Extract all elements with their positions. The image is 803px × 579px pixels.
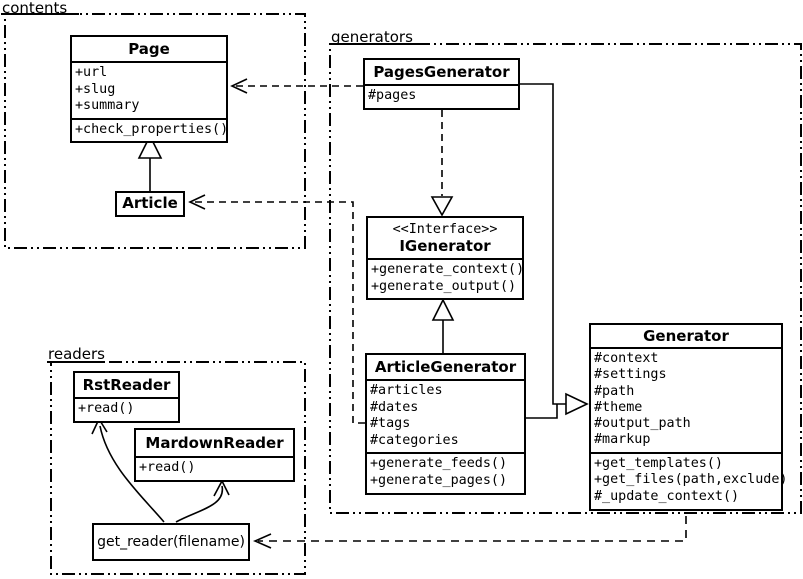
class-page-attributes: +url +slug +summary: [72, 61, 226, 118]
class-rstreader-title: RstReader: [82, 376, 171, 394]
dependency-pagesgenerator-to-page: [230, 78, 363, 94]
class-articlegenerator-title: ArticleGenerator: [374, 358, 517, 376]
package-border-generators: [329, 43, 802, 514]
class-articlegenerator-methods: +generate_feeds() +generate_pages(): [367, 452, 524, 492]
attribute: #theme: [594, 399, 643, 415]
class-page-title: Page: [128, 40, 170, 58]
attribute: #tags: [370, 416, 411, 432]
package-border-contents: [1, 13, 306, 249]
class-mardownreader: MardownReader +read(): [134, 428, 295, 482]
method: +generate_feeds(): [370, 456, 508, 472]
generalization-articlegenerator-to-generator: [526, 392, 589, 419]
method: +generate_pages(): [370, 472, 508, 488]
realization-pagesgenerator-to-igenerator: [430, 110, 454, 217]
class-article-title: Article: [122, 194, 178, 212]
package-label-readers: readers: [48, 345, 105, 363]
attribute: #pages: [368, 88, 417, 103]
class-generator: Generator #context #settings #path #them…: [589, 323, 788, 511]
attribute: #categories: [370, 432, 459, 448]
method: +check_properties(): [75, 121, 229, 137]
class-page: Page +url +slug +summary +check_properti…: [70, 35, 229, 144]
attribute: #dates: [370, 399, 419, 415]
method: +generate_context(): [371, 262, 525, 277]
class-rstreader-methods: +read(): [75, 397, 178, 421]
package-border-readers: [47, 361, 306, 575]
attribute: +url: [75, 65, 108, 80]
package-label-contents: contents: [2, 0, 68, 17]
class-generator-methods: +get_templates() +get_files(path,exclude…: [591, 451, 788, 509]
dependency-generator-to-getreader: [253, 502, 687, 549]
method: +read(): [139, 460, 196, 475]
method: +generate_output(): [371, 278, 517, 294]
class-generator-attributes: #context #settings #path #theme #output_…: [591, 347, 781, 452]
function-get-reader-label: get_reader(filename): [97, 534, 245, 550]
method: +get_files(path,exclude): [594, 472, 788, 488]
attribute: #context: [594, 351, 659, 366]
class-rstreader: RstReader +read(): [73, 371, 180, 423]
class-pagesgenerator-title: PagesGenerator: [373, 63, 510, 81]
class-page-methods: +check_properties(): [72, 117, 229, 142]
attribute: +summary: [75, 98, 140, 114]
class-igenerator-methods: +generate_context() +generate_output(): [368, 258, 525, 298]
class-article: Article: [115, 191, 185, 217]
attribute: +slug: [75, 81, 116, 97]
attribute: #path: [594, 383, 635, 399]
class-mardownreader-methods: +read(): [136, 456, 293, 480]
class-igenerator-stereotype: <<Interface>>: [392, 222, 498, 237]
method: +get_templates(): [594, 455, 723, 471]
dependency-articlegenerator-to-article: [188, 194, 365, 424]
class-igenerator: <<Interface>> IGenerator +generate_conte…: [366, 216, 525, 301]
generalization-pagesgenerator-to-generator: [520, 83, 566, 405]
attribute: #settings: [594, 367, 667, 383]
class-mardownreader-title: MardownReader: [145, 434, 284, 452]
attribute: #output_path: [594, 416, 691, 432]
function-get-reader: get_reader(filename): [92, 523, 250, 561]
class-pagesgenerator: PagesGenerator #pages: [363, 58, 520, 110]
attribute: #markup: [594, 432, 651, 448]
class-articlegenerator-attributes: #articles #dates #tags #categories: [367, 379, 524, 452]
method: #_update_context(): [594, 488, 740, 504]
realization-articlegenerator-to-igenerator: [431, 298, 455, 353]
class-pagesgenerator-attributes: #pages: [365, 84, 518, 108]
generalization-article-to-page: [137, 134, 163, 191]
method: +read(): [78, 401, 135, 416]
class-generator-title: Generator: [643, 327, 729, 345]
class-igenerator-title: IGenerator: [399, 237, 491, 255]
package-label-generators: generators: [331, 28, 413, 46]
arrow-getreader-to-mardownreader: [175, 479, 230, 523]
class-articlegenerator: ArticleGenerator #articles #dates #tags …: [365, 353, 526, 495]
attribute: #articles: [370, 383, 443, 398]
